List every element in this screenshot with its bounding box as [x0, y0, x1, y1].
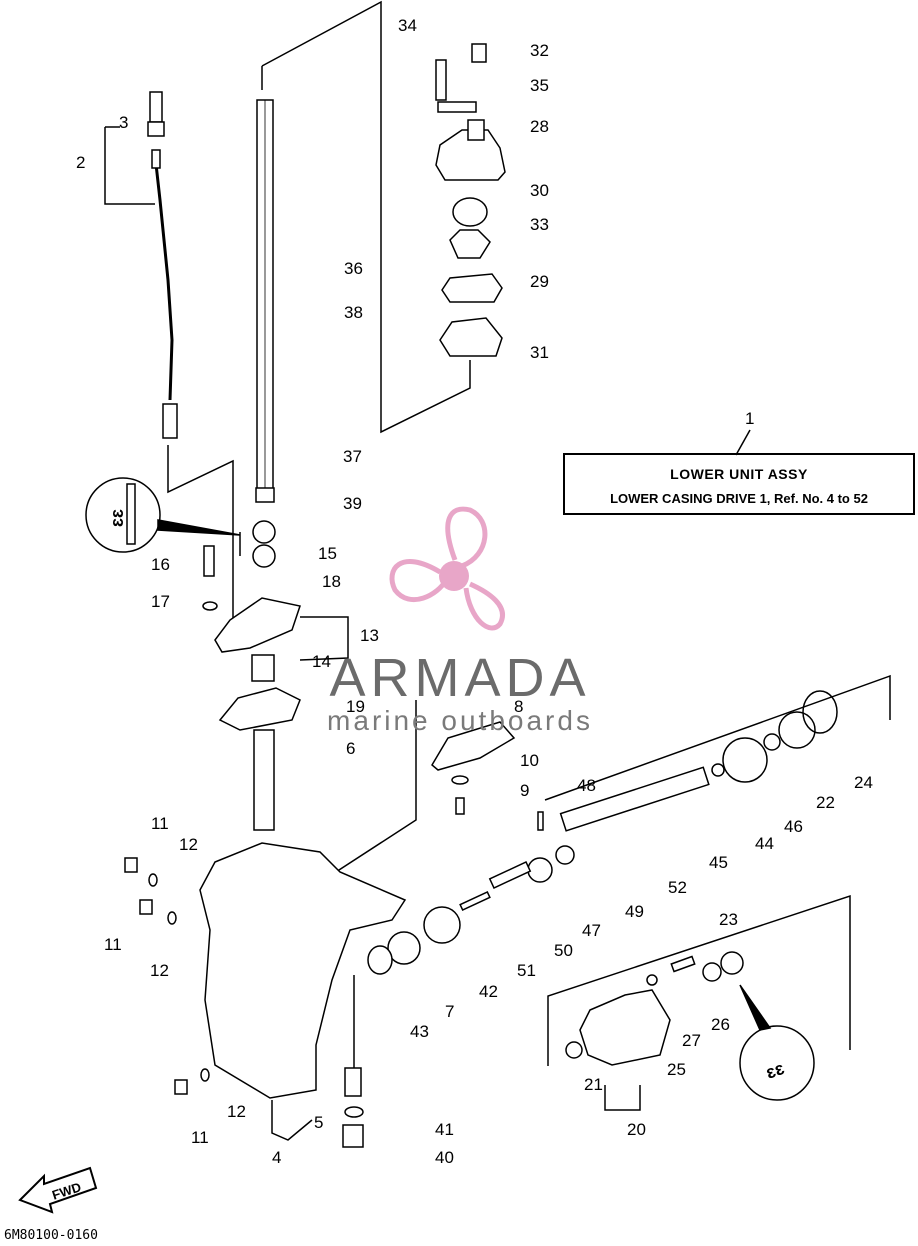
callout-label: 43	[410, 1022, 429, 1041]
callout-label: 18	[322, 572, 341, 591]
callout-labels: 34 32 35 28 30 33 29 31 36 38 37 39 3 2 …	[76, 16, 873, 1167]
detail-mark-right: ɛɛ	[763, 1058, 787, 1083]
callout-label: 33	[530, 215, 549, 234]
callout-label: 48	[577, 776, 596, 795]
pump-plate	[439, 317, 503, 357]
callout-label: 23	[719, 910, 738, 929]
callout-label: 11	[191, 1128, 209, 1147]
callout-label: 35	[530, 76, 549, 95]
callout-label: 49	[625, 902, 644, 921]
callout-label: 39	[343, 494, 362, 513]
callout-label: 46	[784, 817, 803, 836]
callout-label: 30	[530, 181, 549, 200]
callout-label: 17	[151, 592, 170, 611]
pinion-gear	[423, 906, 461, 944]
callout-label: 24	[854, 773, 873, 792]
impeller-cup	[452, 197, 488, 227]
forward-gear	[722, 737, 768, 783]
shift-rod-base	[162, 403, 178, 439]
shift-bracket	[214, 597, 301, 653]
callout-label: 14	[312, 652, 331, 671]
callout-label: 50	[554, 941, 573, 960]
callout-label: 9	[520, 781, 529, 800]
detail-circle-left	[85, 477, 161, 553]
callout-label: 28	[530, 117, 549, 136]
callout-label: 32	[530, 41, 549, 60]
callout-label: 34	[398, 16, 417, 35]
callout-label: 36	[344, 259, 363, 278]
callout-label: 37	[343, 447, 362, 466]
bearing-lower	[252, 544, 276, 568]
callout-label: 15	[318, 544, 337, 563]
callout-label: 31	[530, 343, 549, 362]
callout-label: 52	[668, 878, 687, 897]
watermark: ARMADA marine outboards	[300, 650, 620, 736]
callout-label: 20	[627, 1120, 646, 1139]
shaft-bearing	[778, 711, 816, 749]
callout-label: 44	[755, 834, 774, 853]
legend-box: LOWER UNIT ASSY LOWER CASING DRIVE 1, Re…	[563, 453, 915, 515]
callout-label: 21	[584, 1075, 603, 1094]
detail-mark-left: ɛɛ	[107, 509, 127, 527]
casing-gasket	[218, 687, 301, 731]
shift-spring	[488, 861, 532, 889]
pump-gasket	[441, 273, 503, 303]
oil-seal	[367, 945, 393, 975]
callout-label: 16	[151, 555, 170, 574]
clutch-dog	[527, 857, 553, 883]
callout-label: 47	[582, 921, 601, 940]
callout-label: 8	[514, 697, 523, 716]
callout-label: 22	[816, 793, 835, 812]
callout-label: 29	[530, 272, 549, 291]
legend-title: LOWER UNIT ASSY	[670, 466, 808, 482]
callout-label: 38	[344, 303, 363, 322]
trim-tab	[431, 721, 516, 771]
callout-label: 45	[709, 853, 728, 872]
callout-label: 19	[346, 697, 365, 716]
legend-ref-number: 1	[745, 409, 754, 428]
propeller-shaft	[559, 766, 710, 832]
callout-label: 11	[104, 935, 122, 954]
callout-label: 40	[435, 1148, 454, 1167]
detail-circle-right	[739, 1025, 815, 1101]
pump-housing	[435, 129, 506, 181]
callout-label: 42	[479, 982, 498, 1001]
o-ring	[802, 690, 838, 734]
callout-label: 6	[346, 739, 355, 758]
legend-subtitle: LOWER CASING DRIVE 1, Ref. No. 4 to 52	[610, 491, 868, 506]
watermark-brand: ARMADA	[329, 648, 591, 708]
bearing-upper	[252, 520, 276, 544]
callout-label: 2	[76, 153, 85, 172]
shaft-group-frame	[261, 0, 471, 434]
callout-label: 26	[711, 1015, 730, 1034]
callout-label: 51	[517, 961, 536, 980]
propeller-shaft-housing	[579, 989, 671, 1066]
fwd-arrow-icon: FWD	[18, 1166, 98, 1214]
drawing-code: 6M80100-0160	[4, 1228, 98, 1243]
callout-label: 7	[445, 1002, 454, 1021]
lower-casing	[199, 842, 407, 1099]
callout-label: 41	[435, 1120, 454, 1139]
callout-label: 4	[272, 1148, 281, 1167]
callout-label: 5	[314, 1113, 323, 1132]
callout-label: 25	[667, 1060, 686, 1079]
callout-label: 27	[682, 1031, 701, 1050]
callout-label: 12	[150, 961, 169, 980]
watermark-tagline: marine outboards	[327, 705, 593, 736]
callout-label: 12	[227, 1102, 246, 1121]
callout-label: 12	[179, 835, 198, 854]
callout-label: 3	[119, 113, 128, 132]
callout-label: 13	[360, 626, 379, 645]
reverse-gear-bearing	[387, 931, 421, 965]
propeller-logo-icon	[389, 506, 505, 631]
callout-label: 11	[151, 814, 169, 833]
shift-rod	[153, 154, 174, 401]
callout-label: 10	[520, 751, 539, 770]
water-tube	[253, 729, 275, 831]
impeller	[449, 229, 491, 259]
